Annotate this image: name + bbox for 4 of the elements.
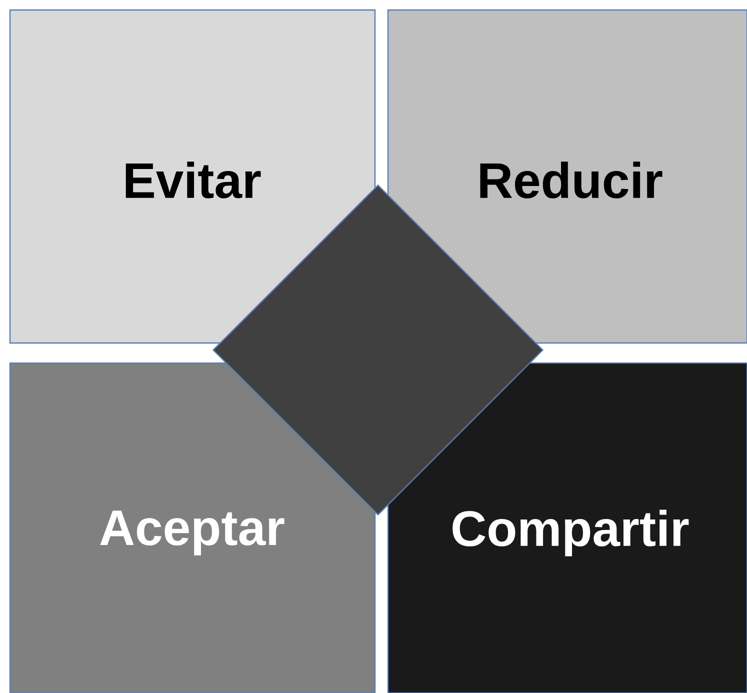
quadrant-box: Aceptar <box>9 362 376 693</box>
quadrant-box: Compartir <box>387 362 747 693</box>
quadrant-box: Evitar <box>9 9 376 344</box>
quadrant-box: Reducir <box>387 9 747 344</box>
